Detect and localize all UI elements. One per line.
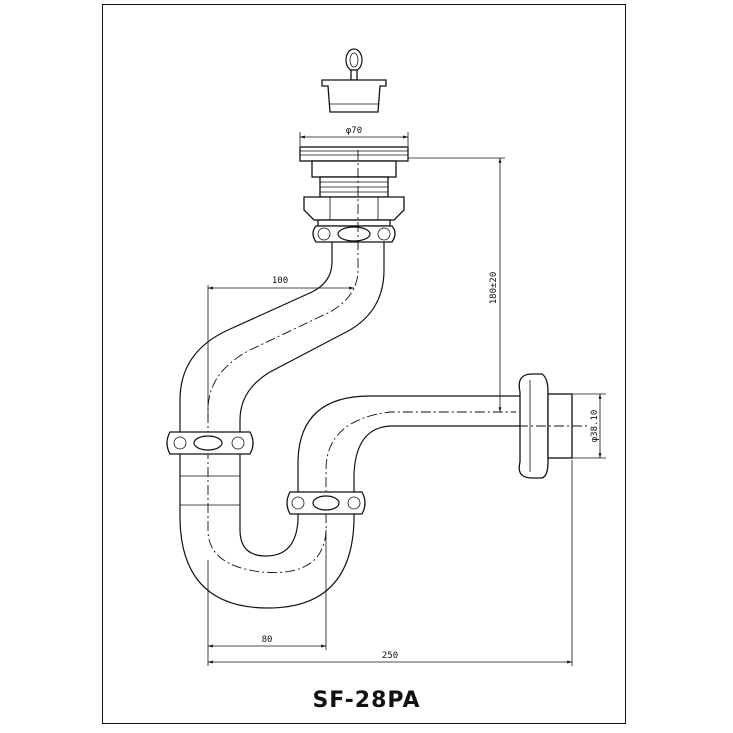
total-length-label: 250	[382, 651, 398, 661]
drain-fitting	[299, 146, 409, 243]
dimension-wall-pipe-diameter: φ38.10	[572, 393, 606, 459]
dimension-drain-diameter: φ70	[299, 126, 409, 146]
dimension-height: 180±20	[408, 157, 505, 412]
height-label: 180±20	[489, 272, 499, 305]
drain-diameter-label: φ70	[346, 126, 362, 136]
stopper-plug	[321, 48, 387, 113]
dimension-horizontal-offset: 100	[207, 276, 354, 420]
model-number: SF-28PA	[312, 688, 421, 713]
wall-flange	[500, 373, 590, 479]
trap-spacing-label: 80	[262, 635, 273, 645]
drawing-frame	[102, 4, 626, 724]
left-union-nut	[166, 431, 254, 455]
dimension-trap-spacing: 80	[207, 530, 327, 666]
wall-pipe-diameter-label: φ38.10	[590, 410, 600, 443]
right-union-nut	[286, 491, 366, 515]
horizontal-offset-label: 100	[272, 276, 288, 286]
dimension-total-length: 250	[208, 460, 573, 666]
s-trap-pipe	[179, 150, 520, 609]
